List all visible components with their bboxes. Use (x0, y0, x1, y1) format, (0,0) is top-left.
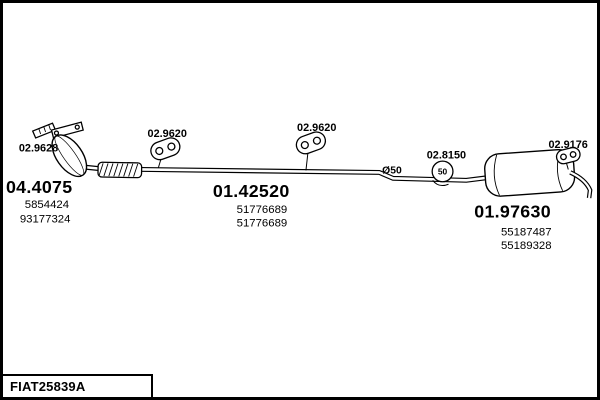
centre-pipe-code-label: 01.42520 (213, 181, 290, 201)
diagram-labels: 02.9628 04.4075 5854424 93177324 02.9620… (6, 122, 588, 252)
rubber-mount-icon (555, 146, 581, 170)
clamp-code-label: 02.8150 (427, 150, 466, 162)
gasket-code-label: 02.9628 (19, 143, 58, 155)
drawing-id-box: FIAT25839A (3, 374, 153, 397)
muffler-drawing (484, 149, 576, 197)
rubber-mount-icon (295, 131, 327, 171)
rear-silencer-ref-1: 55187487 (501, 226, 552, 238)
centre-pipe-ref-2: 51776689 (237, 218, 288, 230)
rear-mount-code-label: 02.9176 (548, 139, 587, 151)
catalytic-converter-code-label: 04.4075 (6, 177, 72, 197)
tailpipe-drawing (569, 170, 593, 199)
clamp-icon (431, 160, 454, 187)
clamp-size-label: 50 (438, 166, 448, 176)
pipe-diameter-note: Ø50 (382, 165, 402, 176)
rear-silencer-ref-2: 55189328 (501, 240, 552, 252)
catalytic-converter-ref-1: 5854424 (25, 199, 69, 211)
catalytic-converter-ref-2: 93177324 (20, 214, 71, 226)
catalytic-converter-drawing (50, 121, 88, 178)
flex-pipe-drawing (97, 161, 143, 179)
exhaust-diagram-canvas: 02.9628 04.4075 5854424 93177324 02.9620… (6, 121, 593, 252)
drawing-id-label: FIAT25839A (10, 379, 86, 394)
centre-pipe-ref-1: 51776689 (237, 204, 288, 216)
rubber-mount-icon (150, 137, 181, 168)
mid-mount-code-label: 02.9620 (297, 122, 336, 134)
rear-silencer-code-label: 01.97630 (474, 202, 551, 222)
front-mount-code-label: 02.9620 (148, 128, 187, 140)
